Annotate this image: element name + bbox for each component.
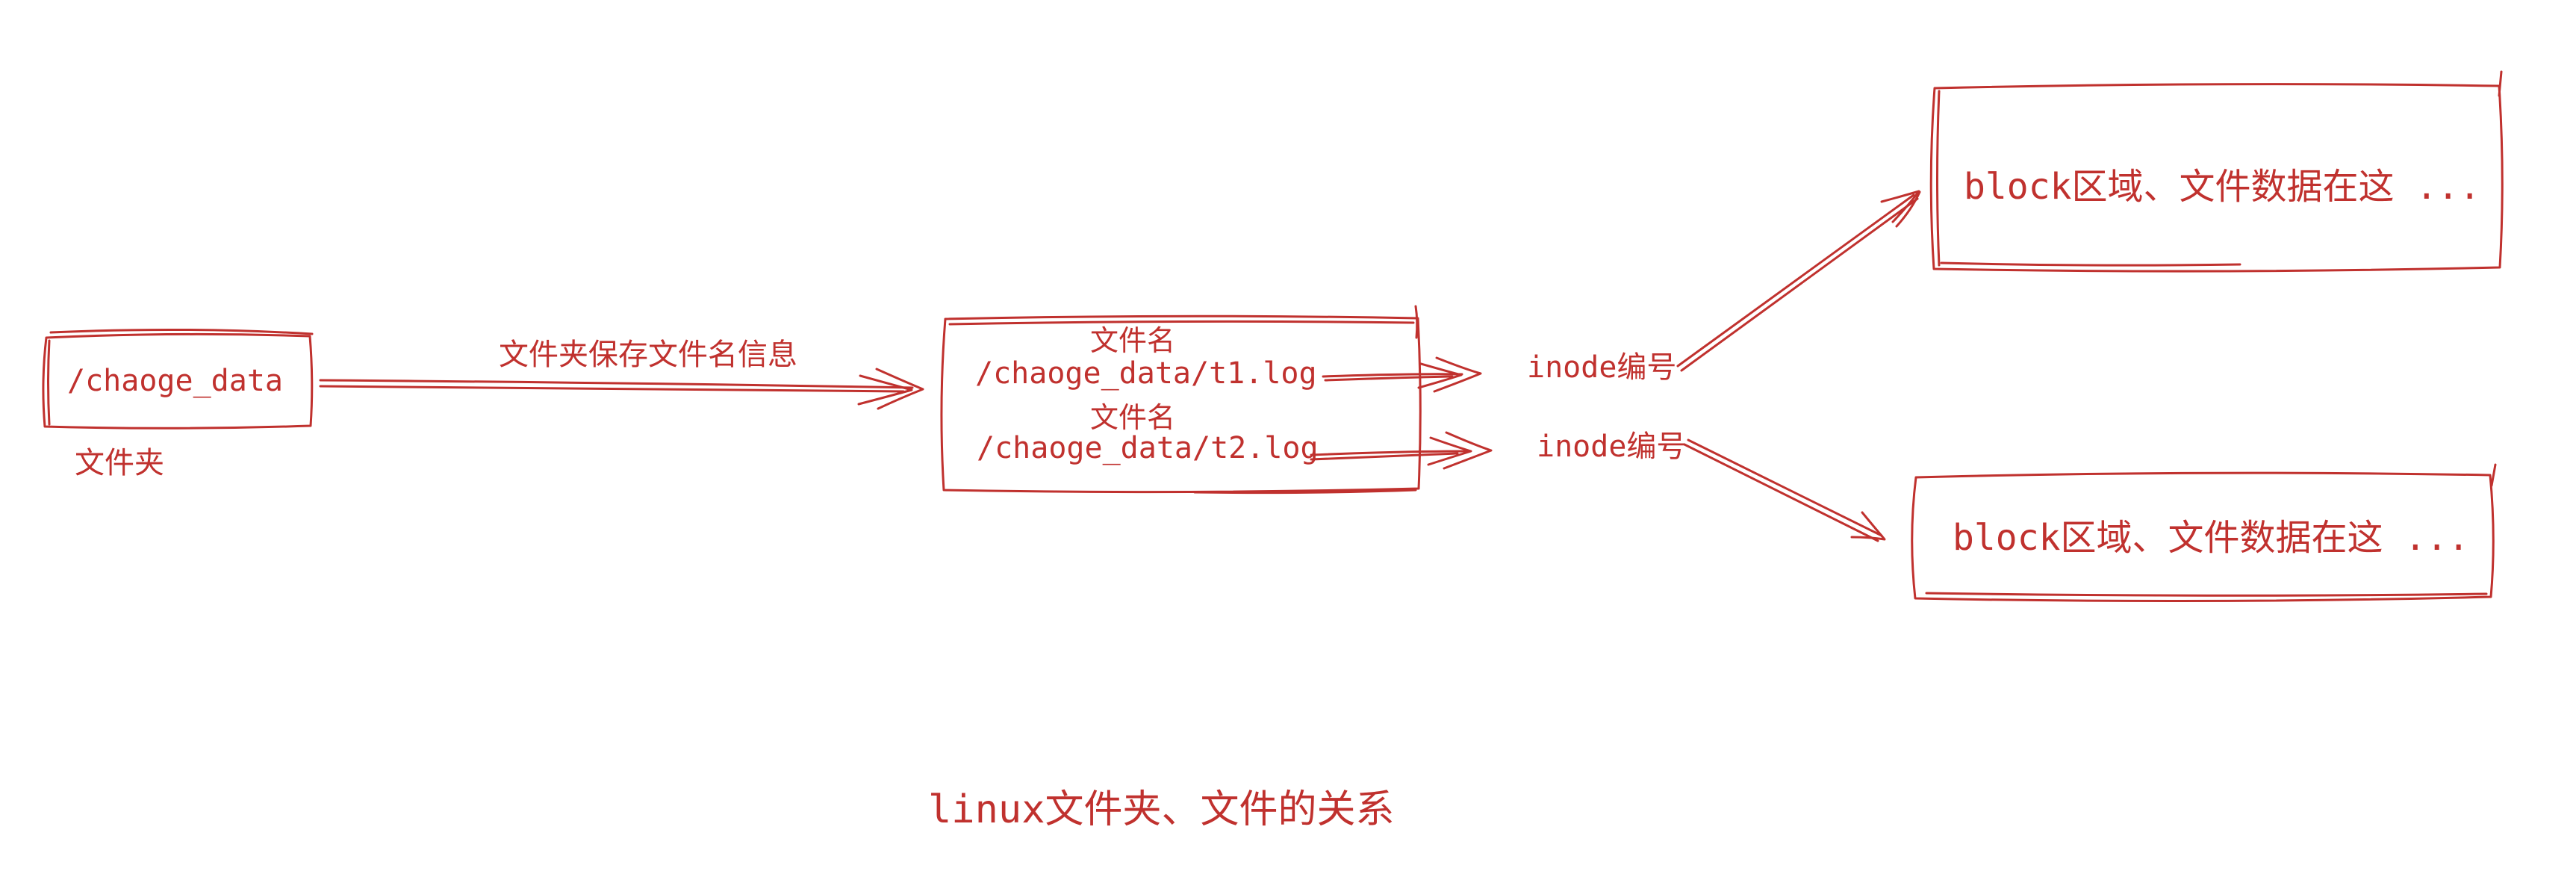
file-entry-2-path: /chaoge_data/t2.log bbox=[977, 431, 1319, 465]
files-box-outline bbox=[940, 305, 1422, 495]
block-box-bottom-label: block区域、文件数据在这 ... bbox=[1953, 517, 2470, 559]
diagram-title: linux文件夹、文件的关系 bbox=[928, 787, 1395, 832]
main-arrow bbox=[319, 368, 924, 410]
block-box-bottom-outline bbox=[1911, 463, 2497, 603]
inode1-to-block-arrow bbox=[1676, 190, 1921, 372]
file-entry-1-path: /chaoge_data/t1.log bbox=[975, 356, 1317, 391]
file-entry-2-caption: 文件名 bbox=[1090, 401, 1176, 434]
t1-to-inode-arrow bbox=[1322, 356, 1482, 393]
t2-to-inode-arrow bbox=[1310, 431, 1493, 470]
folder-box-outline bbox=[42, 328, 314, 430]
inode-label-1: inode编号 bbox=[1527, 350, 1677, 385]
inode2-to-block-arrow bbox=[1683, 438, 1886, 542]
block-box-top-label: block区域、文件数据在这 ... bbox=[1964, 166, 2481, 208]
file-entry-1-caption: 文件名 bbox=[1090, 324, 1176, 357]
folder-path-label: /chaoge_data bbox=[67, 364, 283, 398]
inode-label-2: inode编号 bbox=[1537, 430, 1687, 464]
block-box-top-outline bbox=[1929, 70, 2504, 273]
folder-caption: 文件夹 bbox=[75, 446, 164, 480]
main-arrow-label: 文件夹保存文件名信息 bbox=[499, 338, 797, 372]
